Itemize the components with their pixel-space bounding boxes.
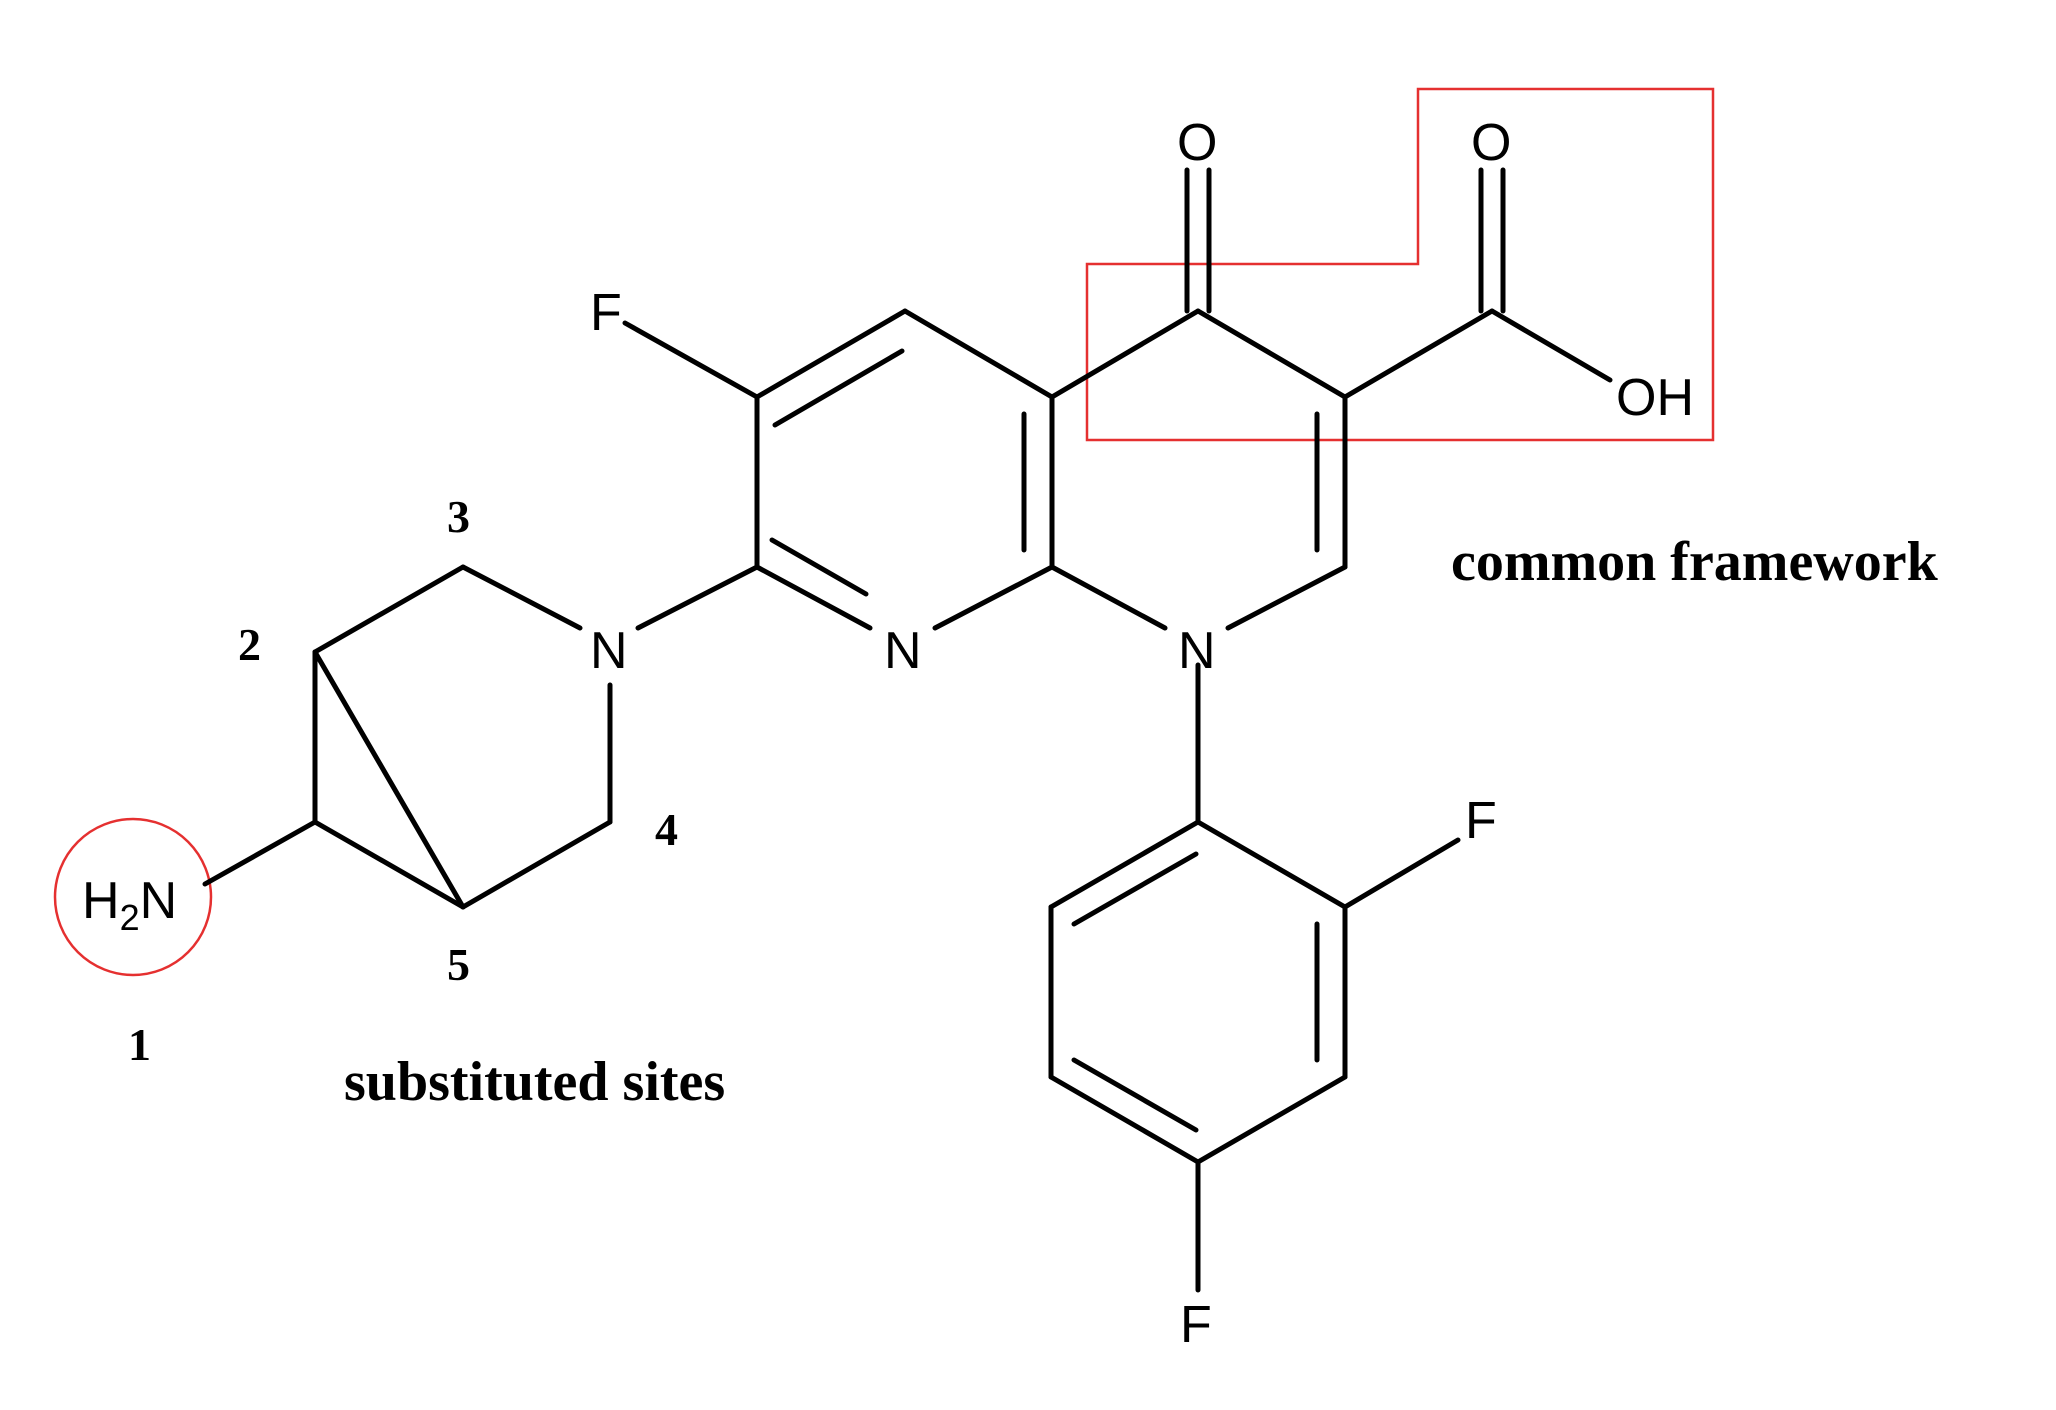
bond-c6-c5 bbox=[312, 819, 466, 910]
caption-substituted-sites: substituted sites bbox=[344, 1051, 725, 1113]
bond-n8-c7-inner bbox=[769, 537, 869, 597]
bond-cooh-oh bbox=[1489, 308, 1613, 383]
bond-aryl-4-5-inner bbox=[1071, 1057, 1199, 1133]
atom-hydroxyl: OH bbox=[1616, 369, 1694, 427]
site-number-4: 4 bbox=[655, 804, 678, 855]
bond-c6-nh2 bbox=[202, 819, 318, 887]
substituted-site-1-highlight bbox=[53, 817, 213, 977]
site-number-2: 2 bbox=[238, 619, 261, 670]
atom-oxygen-acid: O bbox=[1471, 114, 1511, 172]
bond-c6-c5 bbox=[754, 308, 908, 400]
bond-c5-c4a bbox=[902, 308, 1055, 400]
bond-c3-c2 bbox=[312, 564, 466, 655]
bond-n1-c8a bbox=[1049, 564, 1168, 631]
bond-c4-c3 bbox=[1195, 308, 1348, 400]
amine-n: N bbox=[140, 872, 178, 930]
atom-fluorine-top: F bbox=[590, 284, 622, 342]
bond-aryl-6-1 bbox=[1048, 819, 1201, 910]
bond-aryl-6-1-inner bbox=[1071, 851, 1199, 927]
bond-c6-c5-inner bbox=[772, 348, 905, 428]
bond-c4a-c4 bbox=[1049, 308, 1201, 400]
caption-common-framework: common framework bbox=[1451, 531, 1939, 593]
atom-nitrogen-piperidine: N bbox=[590, 622, 628, 680]
bond-aryl-1-2 bbox=[1195, 819, 1348, 910]
bond-c2-c5 bbox=[312, 649, 466, 910]
site-number-3: 3 bbox=[447, 491, 470, 542]
bond-c7-npip bbox=[635, 564, 760, 631]
bond-npip-c3 bbox=[460, 564, 583, 631]
amine-h: H bbox=[82, 872, 120, 930]
atom-nitrogen-quinolone: N bbox=[1178, 622, 1216, 680]
site-number-5: 5 bbox=[447, 939, 470, 990]
common-framework-highlight bbox=[1085, 87, 1715, 442]
bond-c8a-n8 bbox=[932, 564, 1055, 631]
bonds bbox=[202, 167, 1613, 1293]
bond-n8-c7 bbox=[754, 564, 873, 631]
bond-c3-cooh bbox=[1342, 308, 1495, 400]
amine-subscript: 2 bbox=[120, 897, 140, 938]
bond-aryl-f-ortho bbox=[1342, 837, 1461, 910]
bond-aryl-3-4 bbox=[1195, 1074, 1348, 1165]
bond-f-c6 bbox=[622, 320, 760, 400]
atom-nitrogen-pyridine: N bbox=[884, 622, 922, 680]
atom-amine: H2N bbox=[82, 872, 177, 938]
site-number-1: 1 bbox=[128, 1019, 151, 1070]
atom-fluorine-para: F bbox=[1180, 1296, 1212, 1354]
bond-c5-c4 bbox=[460, 819, 613, 910]
bond-aryl-4-5 bbox=[1048, 1074, 1201, 1165]
atom-oxygen-ketone: O bbox=[1177, 114, 1217, 172]
bond-c2-n1 bbox=[1225, 564, 1348, 631]
atom-fluorine-ortho: F bbox=[1465, 792, 1497, 850]
